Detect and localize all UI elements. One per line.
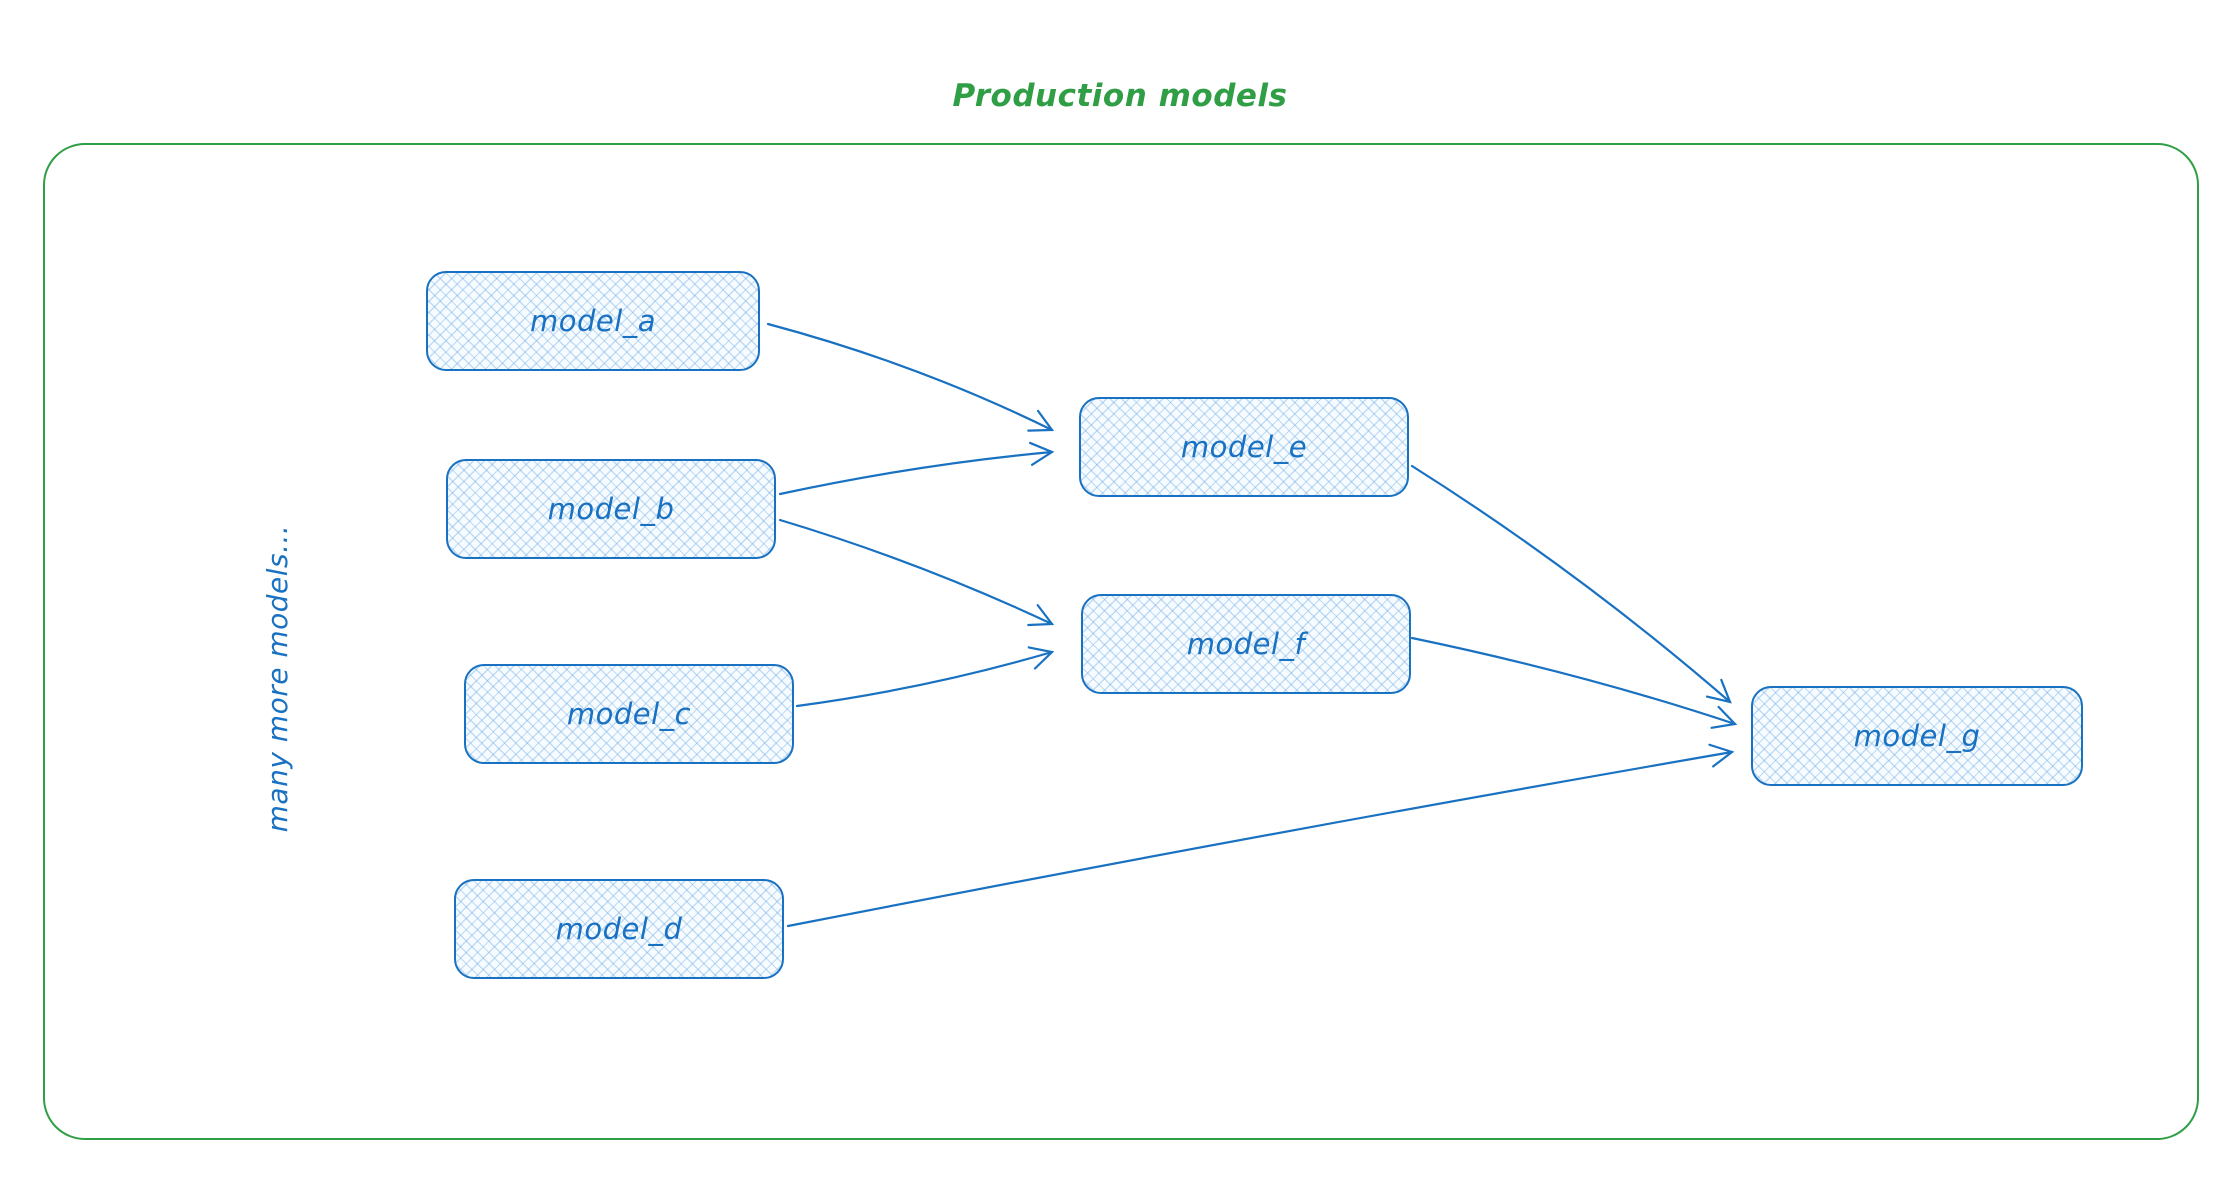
arrow-model_c-to-model_f[interactable]	[795, 646, 1055, 708]
node-model_f-label: model_f	[1186, 627, 1306, 661]
arrow-model_e-to-model_g[interactable]	[1410, 464, 1732, 704]
node-model_f[interactable]: model_f	[1081, 594, 1411, 694]
node-model_b-label: model_b	[547, 492, 675, 526]
arrow-model_b-to-model_f[interactable]	[778, 518, 1055, 627]
node-model_e[interactable]: model_e	[1079, 397, 1409, 497]
production-models-frame[interactable]	[43, 143, 2199, 1140]
node-model_d[interactable]: model_d	[454, 879, 784, 979]
node-model_e-label: model_e	[1180, 430, 1308, 464]
node-model_g[interactable]: model_g	[1751, 686, 2083, 786]
node-model_g-label: model_g	[1853, 719, 1981, 753]
node-model_c[interactable]: model_c	[464, 664, 794, 764]
arrow-model_a-to-model_e[interactable]	[766, 322, 1055, 432]
diagram-title: Production models	[952, 78, 1288, 114]
node-model_a-label: model_a	[529, 304, 657, 338]
node-model_d-label: model_d	[555, 912, 683, 946]
arrow-model_b-to-model_e[interactable]	[778, 441, 1055, 496]
arrow-model_f-to-model_g[interactable]	[1410, 636, 1738, 729]
node-model_a[interactable]: model_a	[426, 271, 760, 371]
node-model_b[interactable]: model_b	[446, 459, 776, 559]
arrow-model_d-to-model_g[interactable]	[786, 743, 1735, 928]
node-model_c-label: model_c	[566, 697, 692, 731]
